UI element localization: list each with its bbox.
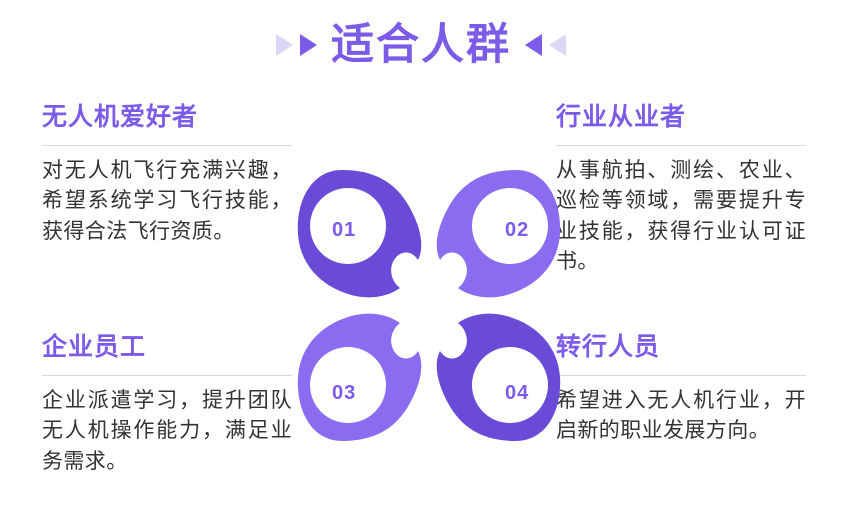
card-heading: 无人机爱好者 xyxy=(42,103,199,131)
petal-number: 02 xyxy=(505,219,530,241)
audience-card-01: 无人机爱好者 对无人机飞行充满兴趣，希望系统学习飞行技能，获得合法飞行资质。 xyxy=(42,103,292,247)
page-title: 适合人群 xyxy=(331,20,511,69)
pinwheel-petal-03: 03 xyxy=(296,311,424,443)
pinwheel-petal-01: 01 xyxy=(296,168,424,300)
audience-card-03: 企业员工 企业派遣学习，提升团队无人机操作能力，满足业务需求。 xyxy=(42,333,292,477)
pinwheel-petal-02: 02 xyxy=(434,168,562,300)
pinwheel-graphic: 01 02 03 04 xyxy=(296,168,562,443)
pinwheel-petal-04: 04 xyxy=(434,311,562,443)
card-heading: 企业员工 xyxy=(42,333,147,361)
card-body: 从事航拍、测绘、农业、巡检等领域，需要提升专业技能，获得行业认可证书。 xyxy=(556,158,806,274)
page-header: 适合人群 xyxy=(0,14,842,76)
card-divider xyxy=(42,374,292,376)
card-divider xyxy=(556,374,806,376)
card-body: 对无人机飞行充满兴趣，希望系统学习飞行技能，获得合法飞行资质。 xyxy=(42,158,292,243)
petal-shape-03-icon xyxy=(297,313,422,441)
petal-number: 04 xyxy=(505,382,530,404)
petal-number: 03 xyxy=(332,382,357,404)
ornament-right xyxy=(525,34,566,56)
triangle-left-solid-icon xyxy=(525,34,542,56)
audience-card-04: 转行人员 希望进入无人机行业，开启新的职业发展方向。 xyxy=(556,333,806,447)
card-body: 希望进入无人机行业，开启新的职业发展方向。 xyxy=(556,388,806,443)
triangle-right-solid-icon xyxy=(300,34,317,56)
audience-card-02: 行业从业者 从事航拍、测绘、农业、巡检等领域，需要提升专业技能，获得行业认可证书… xyxy=(556,103,806,278)
petal-shape-04-icon xyxy=(436,313,561,441)
petal-number: 01 xyxy=(332,219,357,241)
triangle-left-faint-icon xyxy=(549,34,566,56)
triangle-right-faint-icon xyxy=(276,34,293,56)
card-body: 企业派遣学习，提升团队无人机操作能力，满足业务需求。 xyxy=(42,388,292,473)
petal-shape-02-icon xyxy=(436,170,561,298)
card-divider xyxy=(556,144,806,146)
petal-shape-01-icon xyxy=(297,170,422,298)
card-heading: 行业从业者 xyxy=(556,103,687,131)
ornament-left xyxy=(276,34,317,56)
card-divider xyxy=(42,144,292,146)
card-heading: 转行人员 xyxy=(556,333,661,361)
